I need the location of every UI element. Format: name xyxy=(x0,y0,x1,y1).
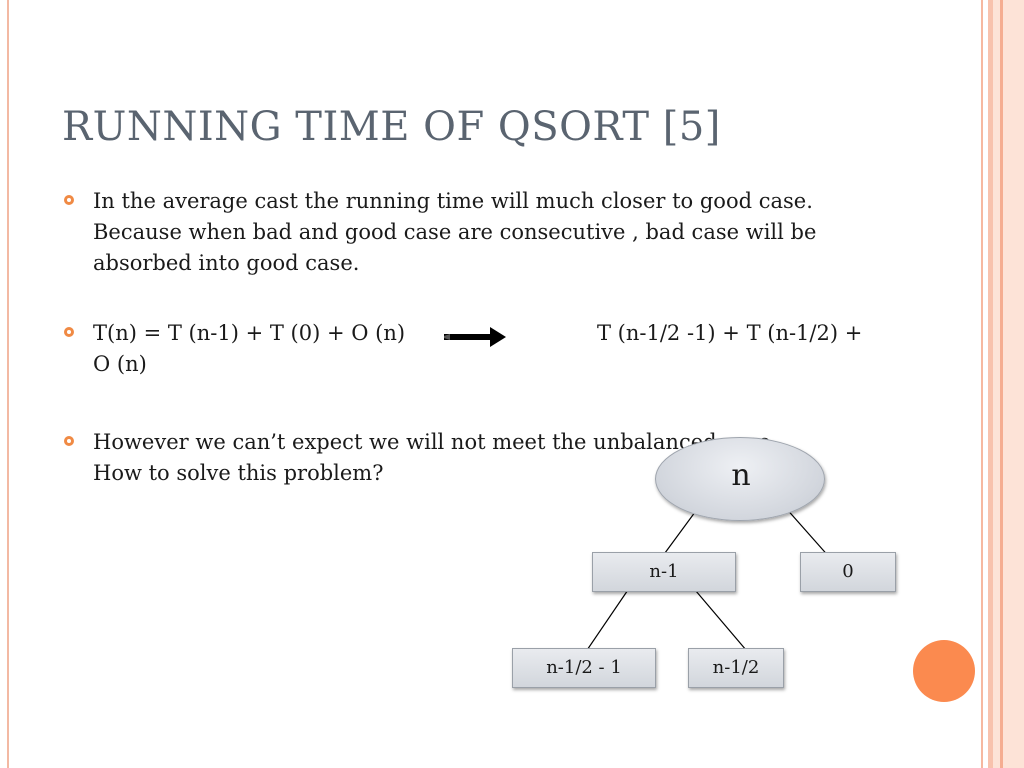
slide-frame-right xyxy=(978,0,1024,768)
tree-node-right: 0 xyxy=(800,552,896,592)
equation-continuation: O (n) xyxy=(93,352,147,376)
bullet-text: However we can’t expect we will not meet… xyxy=(93,427,893,489)
tree-node-left: n-1 xyxy=(592,552,736,592)
slide-title: RUNNING TIME OF QSORT [5] xyxy=(62,104,721,150)
bullet-marker-icon xyxy=(64,195,74,205)
bullet-marker-icon xyxy=(64,327,74,337)
bullet-line: How to solve this problem? xyxy=(93,461,384,485)
bullet-line: Because when bad and good case are conse… xyxy=(93,220,817,244)
tree-node-root: n xyxy=(655,437,825,521)
slide-frame-left xyxy=(0,0,9,768)
tree-node-left-right: n-1/2 xyxy=(688,648,784,688)
tree-node-left-left: n-1/2 - 1 xyxy=(512,648,656,688)
equation-left: T(n) = T (n-1) + T (0) + O (n) xyxy=(93,321,406,345)
bullet-text: T(n) = T (n-1) + T (0) + O (n) O (n) T (… xyxy=(93,318,893,380)
equation-right: T (n-1/2 -1) + T (n-1/2) + xyxy=(597,321,863,345)
edge-left-leftleft xyxy=(582,583,633,657)
bullet-line: In the average cast the running time wil… xyxy=(93,189,813,213)
bullet-line: However we can’t expect we will not meet… xyxy=(93,430,778,454)
decorative-circle xyxy=(913,640,975,702)
bullet-marker-icon xyxy=(64,436,74,446)
edge-left-leftright xyxy=(689,583,753,658)
tree-node-label: n xyxy=(731,458,751,493)
bullet-line: absorbed into good case. xyxy=(93,251,360,275)
bullet-text: In the average cast the running time wil… xyxy=(93,186,893,279)
right-arrow-icon xyxy=(444,327,506,347)
